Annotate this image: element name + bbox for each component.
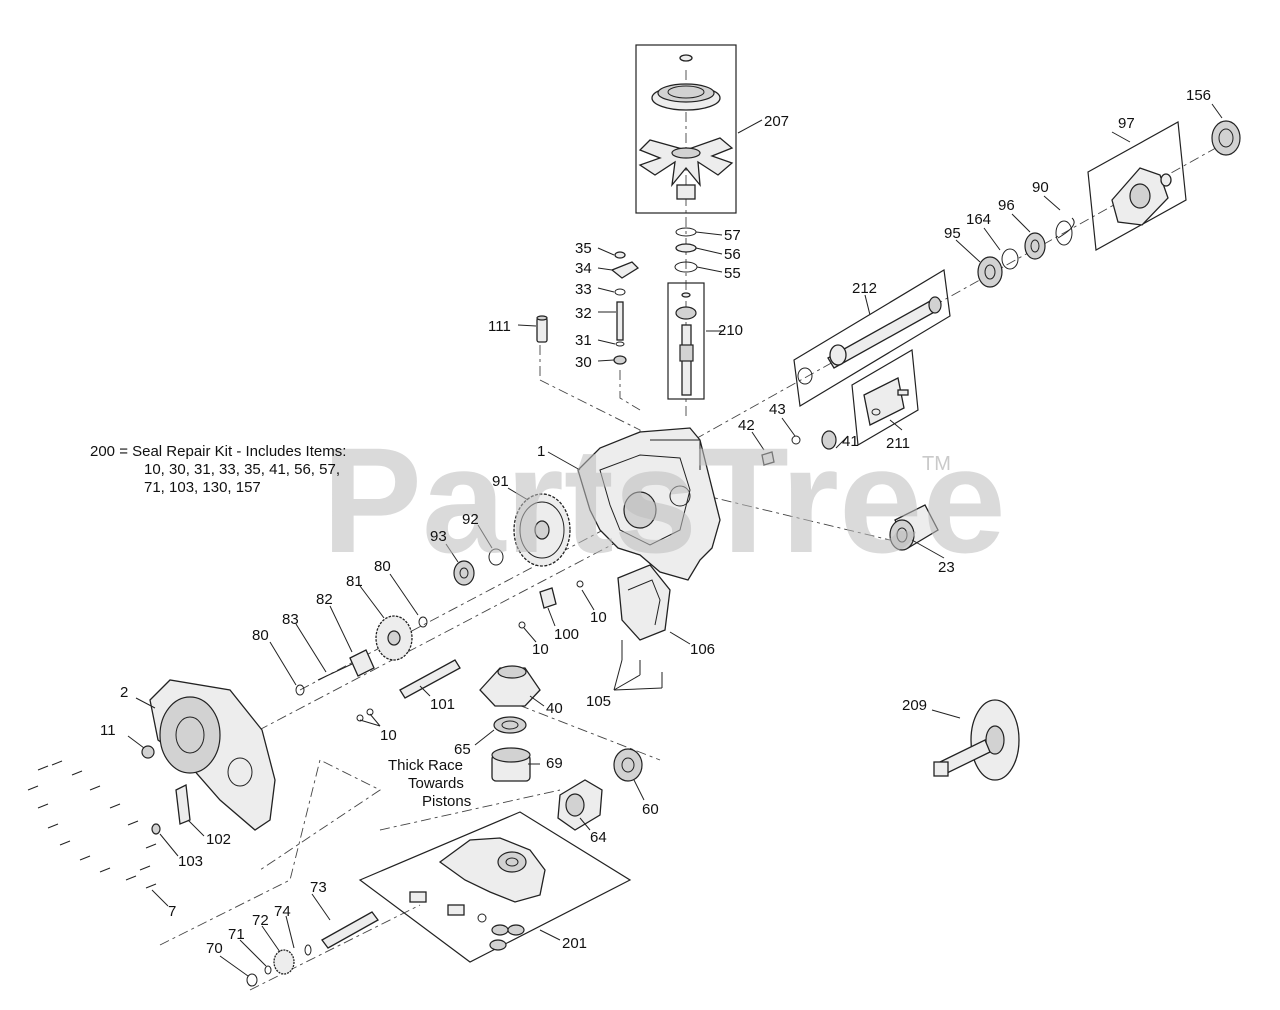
watermark: PartsTree TM [322,416,1006,584]
watermark-text: PartsTree [322,416,1006,584]
callout-72[interactable]: 72 [252,912,269,929]
oil-filter [889,504,939,551]
callout-93[interactable]: 93 [430,528,447,545]
callout-74[interactable]: 74 [274,903,291,920]
callout-212[interactable]: 212 [852,280,877,297]
callout-80-lower[interactable]: 80 [252,627,269,644]
note-line-3: 71, 103, 130, 157 [144,479,261,496]
fasteners-left [27,760,191,889]
wheel-hub-flange [933,699,1020,781]
callout-101[interactable]: 101 [430,696,455,713]
box-207 [635,44,737,214]
axle-shaft [797,296,942,385]
control-shaft-stack [610,251,640,365]
callout-90[interactable]: 90 [1032,179,1049,196]
seal-kit-note: 200 = Seal Repair Kit - Includes Items: … [90,443,346,496]
callout-65[interactable]: 65 [454,741,471,758]
callout-40[interactable]: 40 [546,700,563,717]
pinion-gear-stack [295,615,428,696]
bull-gear-assembly [453,493,571,586]
callout-70[interactable]: 70 [206,940,223,957]
callout-7[interactable]: 7 [168,903,176,920]
hub-stack [977,120,1241,288]
callout-73[interactable]: 73 [310,879,327,896]
callout-1[interactable]: 1 [537,443,545,460]
callout-97[interactable]: 97 [1118,115,1135,132]
vent-fitting [536,315,548,343]
box-97 [1087,121,1187,251]
callout-83[interactable]: 83 [282,611,299,628]
callout-96[interactable]: 96 [998,197,1015,214]
callout-102[interactable]: 102 [206,831,231,848]
box-210 [667,282,705,400]
callout-10-right[interactable]: 10 [590,609,607,626]
side-cover [141,679,276,831]
callout-32[interactable]: 32 [575,305,592,322]
group-boxes [358,44,1187,963]
plate-and-seals-right [761,377,909,466]
callout-71[interactable]: 71 [228,926,245,943]
annotation-line-1: Thick Race [388,757,463,774]
callout-34[interactable]: 34 [575,260,592,277]
callout-labels: 207 156 97 90 96 164 95 57 56 55 35 34 3… [100,87,1211,957]
motor-shaft-and-block [356,659,541,722]
callout-80-upper[interactable]: 80 [374,558,391,575]
callout-164[interactable]: 164 [966,211,991,228]
callout-60[interactable]: 60 [642,801,659,818]
callout-2[interactable]: 2 [120,684,128,701]
thick-race-annotation: Thick Race Towards Pistons [388,757,471,810]
callout-105[interactable]: 105 [586,693,611,710]
swashplate-and-pistons [491,716,643,831]
callout-81[interactable]: 81 [346,573,363,590]
callout-33[interactable]: 33 [575,281,592,298]
callout-92[interactable]: 92 [462,511,479,528]
input-shaft [675,292,697,396]
callout-10-lower[interactable]: 10 [380,727,397,744]
callout-56[interactable]: 56 [724,246,741,263]
callout-211[interactable]: 211 [886,435,910,452]
box-212 [793,269,951,407]
callout-201[interactable]: 201 [562,935,587,952]
callout-106[interactable]: 106 [690,641,715,658]
callout-103[interactable]: 103 [178,853,203,870]
callout-69[interactable]: 69 [546,755,563,772]
note-line-2: 10, 30, 31, 33, 35, 41, 56, 57, [144,461,340,478]
annotation-line-2: Towards [408,775,464,792]
callout-207[interactable]: 207 [764,113,789,130]
callout-41[interactable]: 41 [842,433,859,450]
callout-11[interactable]: 11 [100,722,116,739]
callout-42[interactable]: 42 [738,417,755,434]
callout-100[interactable]: 100 [554,626,579,643]
callout-57[interactable]: 57 [724,227,741,244]
center-section [409,837,546,951]
callout-95[interactable]: 95 [944,225,961,242]
callout-23[interactable]: 23 [938,559,955,576]
callout-31[interactable]: 31 [575,332,592,349]
box-211 [851,349,919,446]
callout-64[interactable]: 64 [590,829,607,846]
callout-10-middle[interactable]: 10 [532,641,549,658]
bypass-and-baffle [518,564,671,688]
annotation-line-3: Pistons [422,793,471,810]
callout-156[interactable]: 156 [1186,87,1211,104]
main-housing [577,427,721,581]
callout-43[interactable]: 43 [769,401,786,418]
callout-55[interactable]: 55 [724,265,741,282]
callout-82[interactable]: 82 [316,591,333,608]
watermark-trademark: TM [922,453,951,475]
pump-shaft-stack [246,911,379,987]
callout-35[interactable]: 35 [575,240,592,257]
callout-210[interactable]: 210 [718,322,743,339]
box-201 [358,811,632,963]
note-line-1: 200 = Seal Repair Kit - Includes Items: [90,443,346,460]
callout-209[interactable]: 209 [902,697,927,714]
pulley-fan-assembly [638,54,734,200]
callout-111[interactable]: 111 [488,318,511,335]
callout-91[interactable]: 91 [492,473,509,490]
callout-30[interactable]: 30 [575,354,592,371]
leader-lines [127,103,1223,977]
